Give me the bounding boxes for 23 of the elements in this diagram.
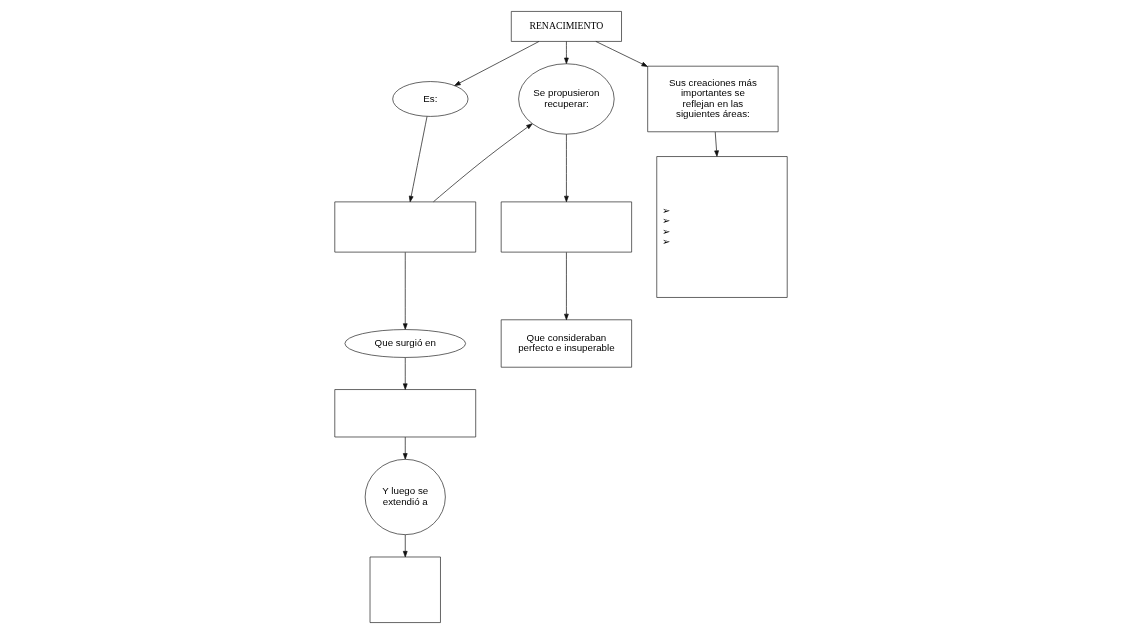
arrow — [713, 131, 719, 157]
node-box — [333, 389, 476, 438]
arrow — [402, 357, 408, 390]
arrow — [563, 252, 569, 321]
node-box: Que consideraban perfecto e insuperable — [500, 319, 632, 368]
arrow — [408, 116, 427, 203]
node-box — [369, 556, 441, 623]
node-box: Sus creaciones más importantes se reflejan en las siguientes áreas: — [646, 65, 778, 133]
node-box: RENACIMIENTO — [510, 11, 622, 42]
arrow — [402, 252, 408, 330]
arrow — [563, 41, 569, 64]
node-box — [500, 201, 632, 253]
arrow — [563, 133, 569, 203]
arrow — [402, 436, 408, 460]
node-circle: Y luego se extendió a — [364, 458, 446, 535]
node-box: ➢ ➢ ➢ ➢ — [655, 156, 788, 298]
arrow — [453, 41, 539, 86]
arrow — [595, 41, 648, 67]
node-box — [333, 201, 476, 253]
node-ellipse: Que surgió en — [344, 329, 466, 358]
arrow — [402, 534, 408, 558]
node-ellipse: Se propusieron recuperar: — [517, 63, 615, 135]
arrow — [432, 123, 533, 203]
